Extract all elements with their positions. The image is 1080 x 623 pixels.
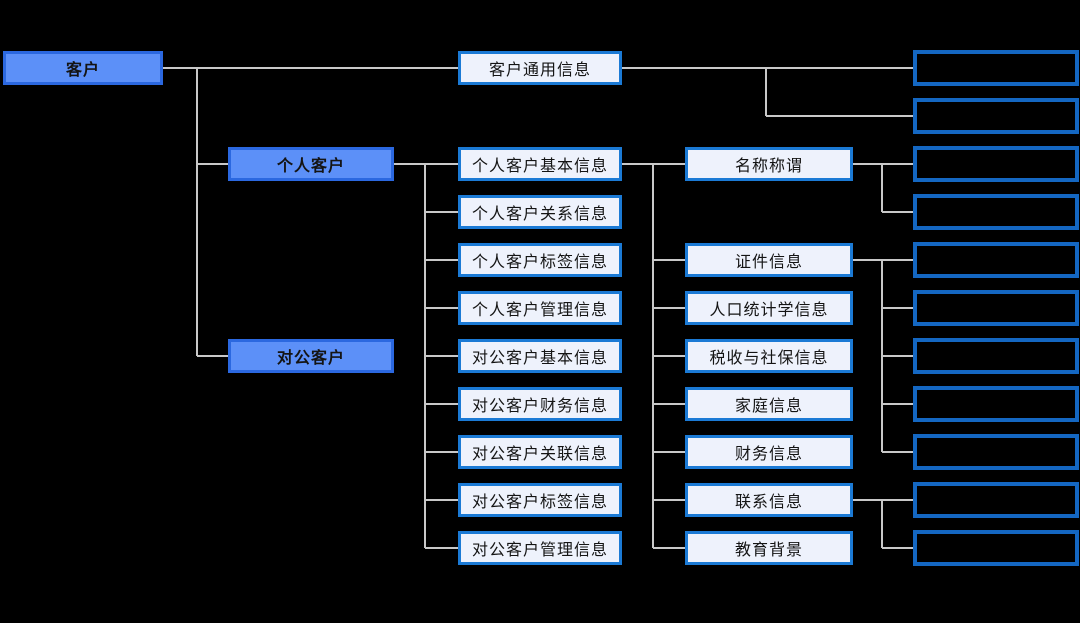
node-corporate-mgmt-info: 对公客户管理信息 <box>458 531 622 565</box>
node-detail-box-10 <box>913 482 1079 518</box>
node-label: 联系信息 <box>734 494 803 511</box>
node-label: 对公客户财务信息 <box>471 398 608 415</box>
node-label: 家庭信息 <box>734 398 803 415</box>
node-personal-mgmt-info: 个人客户管理信息 <box>458 291 622 325</box>
node-label: 对公客户 <box>276 350 345 367</box>
node-label: 对公客户管理信息 <box>471 542 608 559</box>
node-detail-box-9 <box>913 434 1079 470</box>
node-detail-box-2 <box>913 98 1079 134</box>
node-label: 财务信息 <box>734 446 803 463</box>
node-detail-box-8 <box>913 386 1079 422</box>
node-detail-box-6 <box>913 290 1079 326</box>
node-label: 客户通用信息 <box>488 62 591 79</box>
node-corporate-fin-info: 对公客户财务信息 <box>458 387 622 421</box>
node-education-background: 教育背景 <box>685 531 853 565</box>
node-name-title: 名称称谓 <box>685 147 853 181</box>
node-label: 对公客户基本信息 <box>471 350 608 367</box>
node-label: 教育背景 <box>734 542 803 559</box>
node-detail-box-3 <box>913 146 1079 182</box>
node-contact-info: 联系信息 <box>685 483 853 517</box>
node-family-info: 家庭信息 <box>685 387 853 421</box>
node-corporate-tag-info: 对公客户标签信息 <box>458 483 622 517</box>
node-label: 人口统计学信息 <box>709 302 829 319</box>
node-label: 客户 <box>65 62 100 79</box>
node-label: 个人客户管理信息 <box>471 302 608 319</box>
node-certificate-info: 证件信息 <box>685 243 853 277</box>
node-corporate-customer: 对公客户 <box>228 339 394 373</box>
node-label: 名称称谓 <box>734 158 803 175</box>
node-financial-info: 财务信息 <box>685 435 853 469</box>
node-label: 对公客户关联信息 <box>471 446 608 463</box>
node-label: 个人客户关系信息 <box>471 206 608 223</box>
node-label: 个人客户基本信息 <box>471 158 608 175</box>
node-personal-relation-info: 个人客户关系信息 <box>458 195 622 229</box>
node-customer: 客户 <box>3 51 163 85</box>
node-corporate-rel-info: 对公客户关联信息 <box>458 435 622 469</box>
node-detail-box-11 <box>913 530 1079 566</box>
node-label: 个人客户 <box>276 158 345 175</box>
node-demographic-info: 人口统计学信息 <box>685 291 853 325</box>
node-customer-general-info: 客户通用信息 <box>458 51 622 85</box>
node-personal-tag-info: 个人客户标签信息 <box>458 243 622 277</box>
node-tax-social-info: 税收与社保信息 <box>685 339 853 373</box>
node-detail-box-1 <box>913 50 1079 86</box>
node-label: 个人客户标签信息 <box>471 254 608 271</box>
node-detail-box-5 <box>913 242 1079 278</box>
node-label: 证件信息 <box>734 254 803 271</box>
node-personal-customer: 个人客户 <box>228 147 394 181</box>
node-detail-box-7 <box>913 338 1079 374</box>
node-corporate-basic-info: 对公客户基本信息 <box>458 339 622 373</box>
node-detail-box-4 <box>913 194 1079 230</box>
node-label: 对公客户标签信息 <box>471 494 608 511</box>
node-label: 税收与社保信息 <box>709 350 829 367</box>
node-personal-basic-info: 个人客户基本信息 <box>458 147 622 181</box>
